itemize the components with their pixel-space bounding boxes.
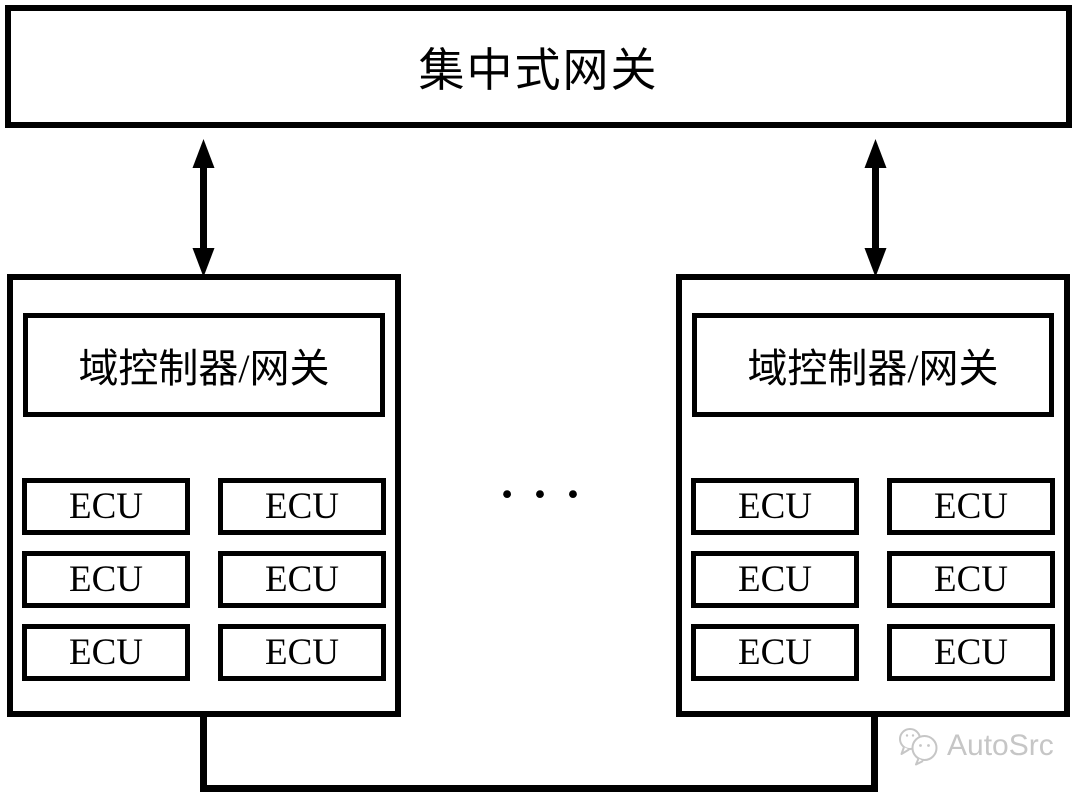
ecu-box: ECU xyxy=(218,551,386,608)
ecu-grid-right: ECU ECU ECU ECU ECU ECU xyxy=(691,478,1055,681)
ecu-box: ECU xyxy=(691,478,859,535)
domain-controller-label: 域控制器/网关 xyxy=(747,346,999,391)
ecu-box: ECU xyxy=(691,551,859,608)
watermark-label: AutoSrc xyxy=(947,729,1054,762)
domain-controller-box-left: 域控制器/网关 xyxy=(23,313,385,417)
double-arrow-right xyxy=(864,139,887,277)
domain-controller-box-right: 域控制器/网关 xyxy=(692,313,1054,417)
ecu-box: ECU xyxy=(22,551,190,608)
ecu-box: ECU xyxy=(887,478,1055,535)
domain-controller-label: 域控制器/网关 xyxy=(78,346,330,391)
ecu-grid-left: ECU ECU ECU ECU ECU ECU xyxy=(22,478,386,681)
domain-box-right: 域控制器/网关 ECU ECU ECU ECU ECU ECU xyxy=(676,274,1070,717)
ecu-box: ECU xyxy=(887,551,1055,608)
wechat-icon xyxy=(899,728,938,766)
ecu-box: ECU xyxy=(887,624,1055,681)
ecu-box: ECU xyxy=(22,478,190,535)
ellipsis-more-domains: ••• xyxy=(499,479,598,511)
ecu-box: ECU xyxy=(691,624,859,681)
bottom-bus-connector xyxy=(200,712,878,792)
ecu-box: ECU xyxy=(218,478,386,535)
watermark: AutoSrc xyxy=(896,724,1054,768)
central-gateway-box: 集中式网关 xyxy=(5,5,1072,128)
central-gateway-label: 集中式网关 xyxy=(418,44,659,96)
ecu-box: ECU xyxy=(22,624,190,681)
ecu-box: ECU xyxy=(218,624,386,681)
domain-box-left: 域控制器/网关 ECU ECU ECU ECU ECU ECU xyxy=(7,274,401,717)
double-arrow-left xyxy=(192,139,215,277)
